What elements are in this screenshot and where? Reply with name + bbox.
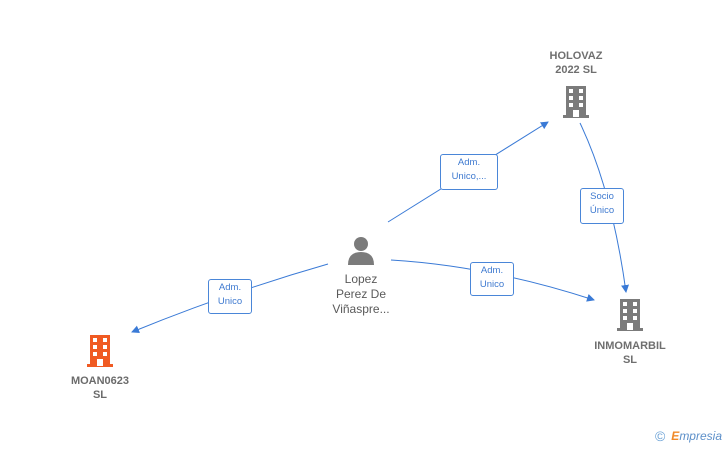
brand-name: Empresia — [671, 429, 722, 443]
copyright-icon: © — [654, 428, 666, 444]
building-icon[interactable] — [84, 333, 116, 369]
building-icon[interactable] — [560, 84, 592, 120]
edge-label-adm-unico-inmomarbil[interactable]: Adm. Unico — [470, 262, 514, 296]
brand-initial: E — [671, 429, 680, 443]
empresia-brand: © Empresia — [655, 428, 722, 444]
company-label-holovaz[interactable]: HOLOVAZ 2022 SL — [549, 50, 603, 76]
edge-label-adm-unico-moan[interactable]: Adm. Unico — [208, 279, 252, 314]
edge-label-socio-unico[interactable]: Socio Único — [580, 188, 624, 224]
person-icon[interactable] — [346, 234, 376, 266]
brand-name-rest: mpresia — [679, 429, 722, 443]
company-label-moan0623[interactable]: MOAN0623 SL — [70, 375, 130, 401]
edge-label-adm-unico-holovaz[interactable]: Adm. Unico,... — [440, 154, 498, 190]
company-label-inmomarbil[interactable]: INMOMARBIL SL — [594, 340, 666, 366]
building-icon[interactable] — [614, 297, 646, 333]
person-label-lopez-perez[interactable]: Lopez Perez De Viñaspre... — [332, 272, 390, 316]
